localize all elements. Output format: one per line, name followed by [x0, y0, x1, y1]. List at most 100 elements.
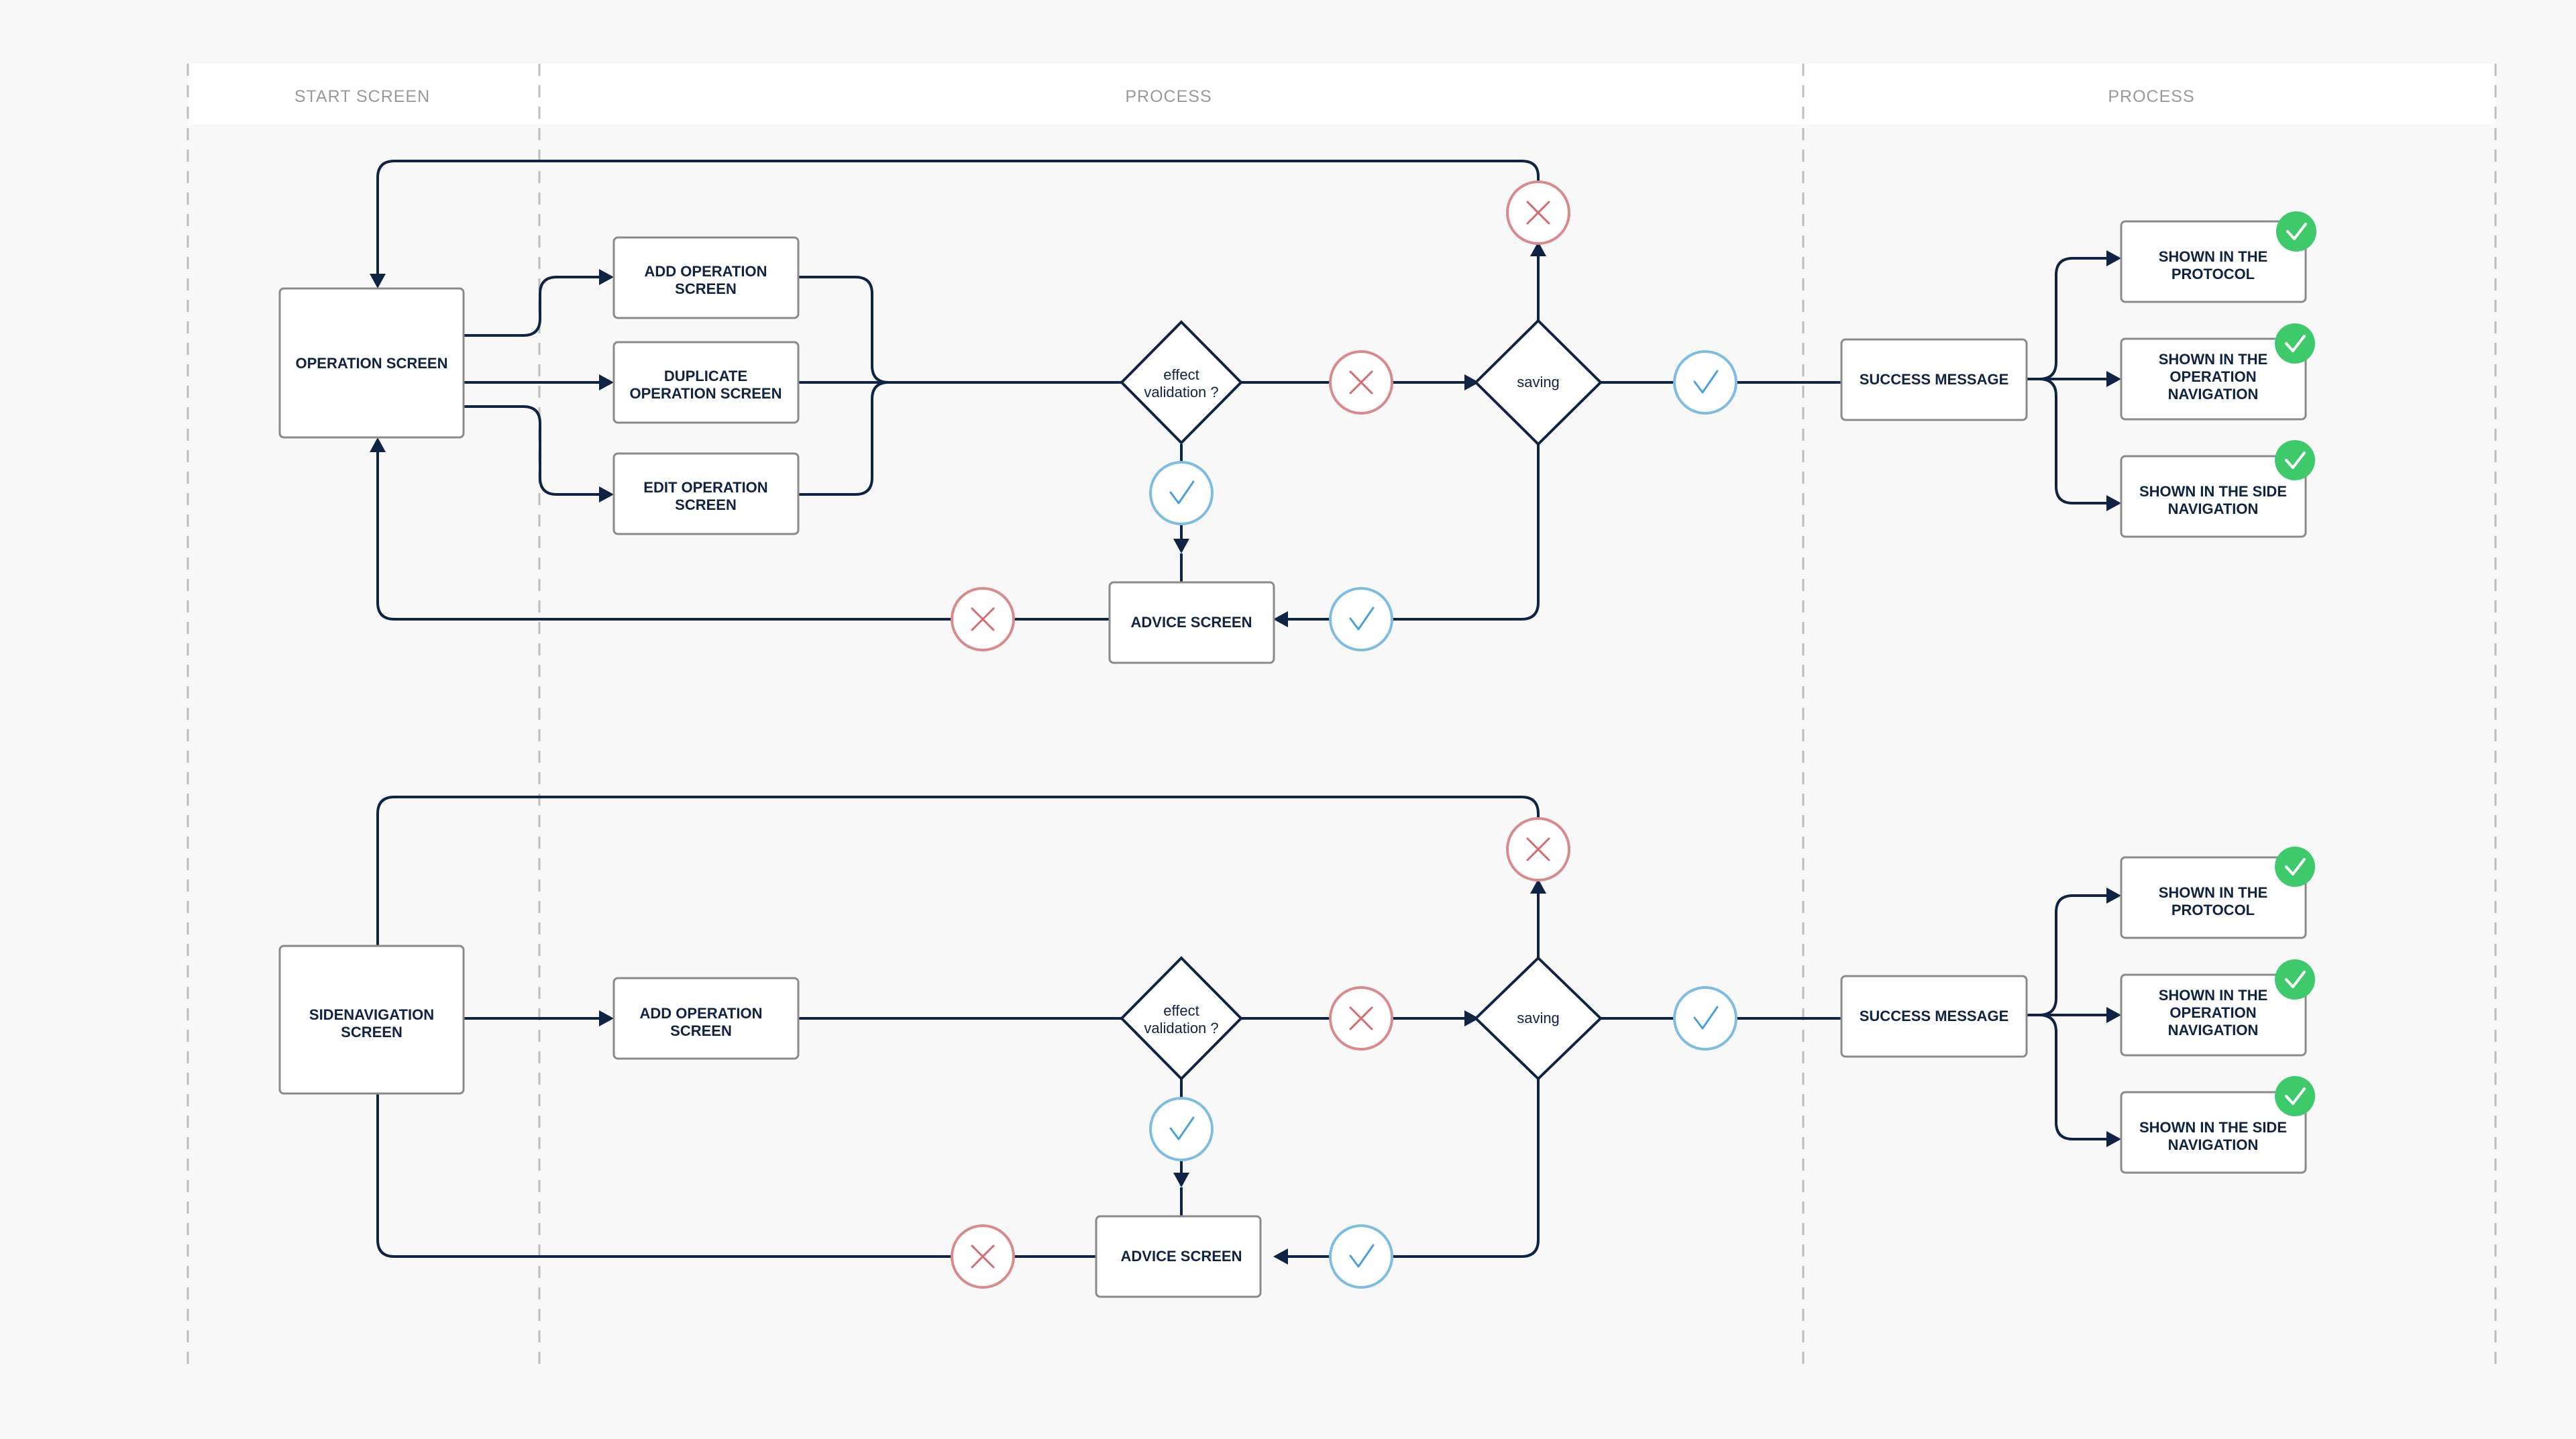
- check-icon: [1693, 370, 1719, 394]
- shown-side-nav-label-2: NAVIGATION: [2168, 1136, 2259, 1153]
- effect-validation-label-2: validation ?: [1144, 384, 1218, 401]
- arrowhead: [599, 269, 614, 285]
- add-operation-screen-box: ADD OPERATION SCREEN: [612, 236, 800, 319]
- arrowhead: [2106, 1131, 2121, 1147]
- effect-validation-label-1: effect: [1163, 1002, 1199, 1019]
- arrowhead: [1530, 242, 1546, 256]
- saving-label: saving: [1517, 374, 1560, 390]
- check-badge-icon: [2276, 211, 2316, 252]
- connector: [2026, 257, 2113, 380]
- arrowhead: [1530, 879, 1546, 894]
- success-message-box: SUCCESS MESSAGE: [1840, 975, 2028, 1058]
- shown-in-protocol-box: SHOWN IN THE PROTOCOL: [2120, 220, 2307, 303]
- arrowhead: [599, 1010, 614, 1026]
- success-message-box: SUCCESS MESSAGE: [1840, 338, 2028, 421]
- edit-operation-screen-box: EDIT OPERATION SCREEN: [612, 452, 800, 535]
- arrowhead: [1173, 1173, 1189, 1187]
- edit-operation-label-2: SCREEN: [675, 496, 737, 513]
- lane-title-start: START SCREEN: [294, 87, 430, 106]
- check-icon: [1349, 1244, 1375, 1268]
- check-badge-icon: [2275, 959, 2315, 1000]
- arrowhead: [1464, 374, 1479, 390]
- saving-decision: saving: [1474, 956, 1603, 1081]
- success-marker: [1673, 350, 1737, 415]
- connector: [376, 1094, 1096, 1258]
- sidenavigation-screen-box: SIDENAVIGATION SCREEN: [278, 945, 465, 1095]
- connector: [1281, 444, 1540, 621]
- operation-screen-box: OPERATION SCREEN: [278, 287, 465, 439]
- arrowhead: [1464, 1010, 1479, 1026]
- add-operation-label-1: ADD OPERATION: [640, 1005, 763, 1022]
- shown-op-nav-label-3: NAVIGATION: [2168, 386, 2259, 403]
- duplicate-operation-screen-box: DUPLICATE OPERATION SCREEN: [612, 341, 800, 424]
- check-badge-icon: [2275, 323, 2315, 364]
- arrowhead: [370, 274, 386, 288]
- connector: [798, 276, 890, 384]
- shown-in-operation-navigation-box: SHOWN IN THE OPERATION NAVIGATION: [2120, 973, 2307, 1057]
- success-message-label: SUCCESS MESSAGE: [1860, 371, 2009, 388]
- close-icon: [1526, 837, 1550, 861]
- operation-screen-label: OPERATION SCREEN: [296, 355, 448, 372]
- connector: [2026, 378, 2113, 504]
- add-operation-screen-box: ADD OPERATION SCREEN: [612, 977, 800, 1060]
- success-marker: [1149, 461, 1214, 525]
- success-marker: [1329, 1224, 1393, 1289]
- advice-screen-label: ADVICE SCREEN: [1131, 614, 1252, 631]
- arrowhead: [1273, 1248, 1288, 1265]
- shown-in-side-navigation-box: SHOWN IN THE SIDE NAVIGATION: [2120, 455, 2307, 538]
- duplicate-operation-label-2: OPERATION SCREEN: [630, 385, 782, 402]
- close-icon: [1349, 370, 1373, 394]
- connector: [2026, 1014, 2113, 1140]
- success-message-label: SUCCESS MESSAGE: [1860, 1008, 2009, 1024]
- shown-protocol-label-2: PROTOCOL: [2171, 266, 2255, 282]
- saving-label: saving: [1517, 1010, 1560, 1026]
- sidenavigation-label-1: SIDENAVIGATION: [309, 1006, 434, 1023]
- arrowhead: [370, 437, 386, 452]
- fail-marker: [951, 587, 1015, 651]
- connector: [2026, 894, 2113, 1016]
- success-marker: [1329, 587, 1393, 651]
- connector: [463, 276, 600, 337]
- effect-validation-decision: effect validation ?: [1120, 320, 1243, 445]
- close-icon: [971, 1244, 995, 1269]
- advice-screen-box: ADVICE SCREEN: [1108, 581, 1275, 664]
- arrowhead: [2106, 250, 2121, 266]
- effect-validation-decision: effect validation ?: [1120, 956, 1243, 1081]
- close-icon: [1526, 201, 1550, 225]
- saving-decision: saving: [1474, 319, 1603, 446]
- shown-op-nav-label-1: SHOWN IN THE: [2159, 351, 2268, 368]
- lane-title-process-2: PROCESS: [2108, 87, 2194, 106]
- check-badge-icon: [2275, 1076, 2315, 1116]
- flow-1: OPERATION SCREEN ADD OPERATION SCREEN DU…: [278, 160, 2316, 664]
- fail-marker: [1329, 986, 1393, 1051]
- shown-op-nav-label-2: OPERATION: [2169, 1004, 2256, 1021]
- arrowhead: [2106, 1007, 2121, 1023]
- shown-op-nav-label-2: OPERATION: [2169, 368, 2256, 385]
- shown-in-side-navigation-box: SHOWN IN THE SIDE NAVIGATION: [2120, 1091, 2307, 1174]
- arrowhead: [1273, 611, 1288, 627]
- effect-validation-label-2: validation ?: [1144, 1020, 1218, 1036]
- arrowhead: [1173, 539, 1189, 553]
- success-marker: [1149, 1097, 1214, 1161]
- connector: [1281, 1079, 1540, 1258]
- check-badge-icon: [2275, 440, 2315, 480]
- connector: [798, 381, 890, 496]
- shown-op-nav-label-3: NAVIGATION: [2168, 1022, 2259, 1038]
- shown-in-operation-navigation-box: SHOWN IN THE OPERATION NAVIGATION: [2120, 337, 2307, 421]
- advice-screen-label: ADVICE SCREEN: [1121, 1248, 1242, 1265]
- shown-protocol-label-2: PROTOCOL: [2171, 902, 2255, 918]
- connector: [463, 405, 600, 496]
- fail-marker: [1329, 350, 1393, 415]
- check-icon: [1169, 480, 1195, 504]
- shown-protocol-label-1: SHOWN IN THE: [2159, 884, 2268, 901]
- flow-2: SIDENAVIGATION SCREEN ADD OPERATION SCRE…: [278, 796, 2315, 1298]
- add-operation-label-2: SCREEN: [675, 280, 737, 297]
- success-marker: [1673, 986, 1737, 1051]
- sidenavigation-label-2: SCREEN: [341, 1024, 402, 1041]
- check-icon: [1349, 606, 1375, 631]
- add-operation-label-1: ADD OPERATION: [645, 263, 767, 280]
- close-icon: [1349, 1006, 1373, 1030]
- lane-title-process-1: PROCESS: [1125, 87, 1212, 106]
- shown-side-nav-label-1: SHOWN IN THE SIDE: [2139, 483, 2287, 500]
